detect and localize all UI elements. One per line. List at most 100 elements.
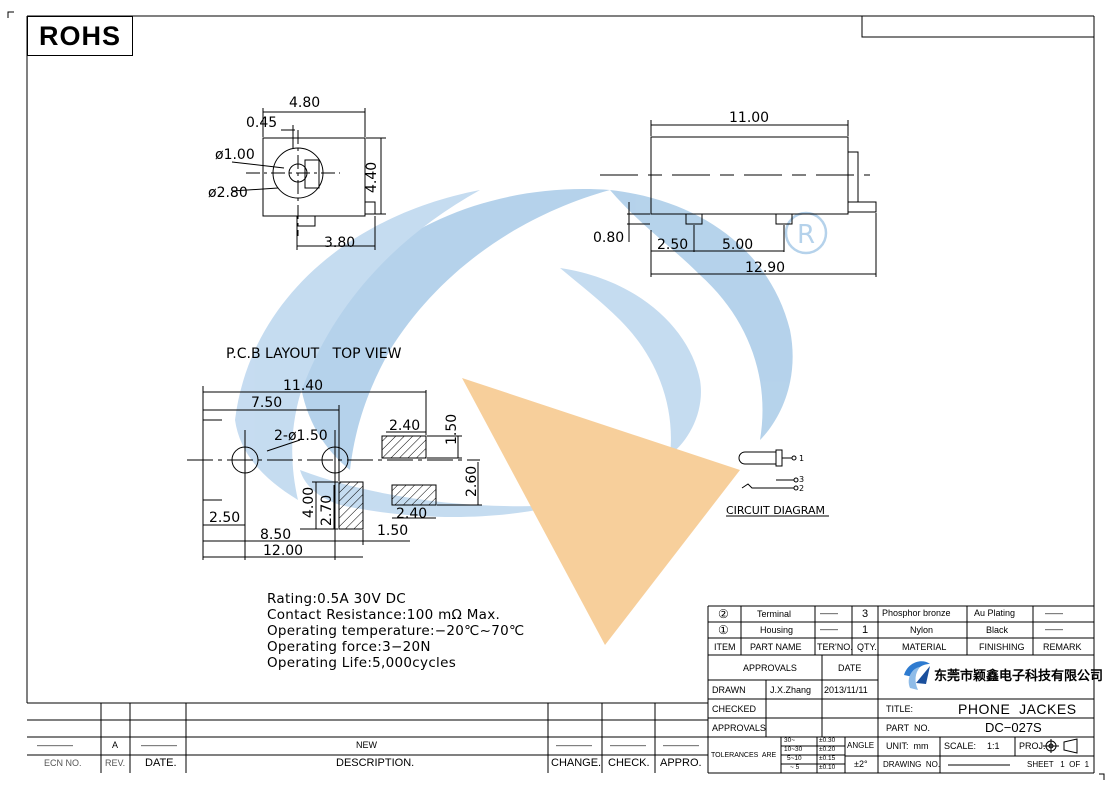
- tol-range-2: 10~30: [784, 746, 803, 753]
- note-operating-temperature: Operating temperature:−20℃~70℃: [267, 623, 525, 639]
- scale-label: SCALE:: [944, 741, 977, 751]
- bom-finish-1: Black: [986, 625, 1009, 635]
- dim-outer-diameter: ø2.80: [208, 185, 248, 201]
- svg-text:R: R: [797, 220, 815, 250]
- dim-pcb-150b: 1.50: [377, 523, 408, 539]
- angle-value: ±2°: [854, 759, 868, 769]
- dim-pin-span: 3.80: [324, 235, 355, 251]
- bom-material-1: Nylon: [910, 625, 934, 635]
- approvals-label: APPROVALS: [743, 663, 797, 673]
- title-label: TITLE:: [886, 704, 914, 714]
- side-view: [600, 120, 877, 277]
- bom-header-material: MATERIAL: [902, 642, 947, 652]
- dim-inner-diameter: ø1.00: [215, 147, 255, 163]
- tol-range-4: ~ 5: [790, 764, 800, 771]
- tol-range-1: 30~: [784, 737, 796, 744]
- projection-label: PROJ.: [1019, 741, 1046, 751]
- dim-pin-pitch: 5.00: [722, 237, 753, 253]
- rev-header-change: CHANGE.: [551, 757, 602, 769]
- circuit-pin-2: 2: [799, 484, 804, 493]
- front-view: [231, 108, 386, 250]
- dim-pcb-first: 7.50: [251, 395, 282, 411]
- part-number: DC−027S: [985, 720, 1042, 735]
- dim-pcb-1200: 12.00: [263, 543, 303, 559]
- projection-symbol: [1043, 738, 1078, 754]
- dim-overall-length: 12.90: [745, 260, 785, 276]
- note-operating-life: Operating Life:5,000cycles: [267, 655, 457, 671]
- company-logo: [904, 661, 930, 690]
- circuit-pin-3: 3: [799, 475, 804, 484]
- tol-value-1: ±0.30: [819, 737, 836, 744]
- dim-pcb-total: 11.40: [283, 378, 323, 394]
- scale-value: 1:1: [987, 741, 1000, 751]
- part-no-label: PART NO.: [886, 723, 931, 733]
- title-block-grid: [707, 605, 1094, 774]
- circuit-pin-1: 1: [799, 454, 804, 463]
- rev-header-date: DATE.: [145, 757, 177, 769]
- bom-header-qty: QTY.: [857, 642, 877, 652]
- bom-ter-2: ——: [820, 608, 838, 618]
- bom-remark-1: ——: [1045, 624, 1063, 634]
- tol-value-2: ±0.20: [819, 746, 836, 753]
- date-label: DATE: [838, 663, 862, 673]
- bom-finish-2: Au Plating: [974, 608, 1016, 618]
- angle-label: ANGLE: [847, 741, 875, 750]
- bom-item-1: ①: [718, 623, 729, 637]
- dim-side-length: 11.00: [729, 110, 769, 126]
- dim-pcb-260: 2.60: [464, 466, 480, 497]
- bom-item-2: ②: [718, 607, 729, 621]
- tolerances-label: TOLERANCES ARE: [711, 752, 777, 759]
- rev-header-appro: APPRO.: [660, 757, 702, 769]
- rev-header-rev: REV.: [105, 758, 126, 768]
- drawn-label: DRAWN: [712, 685, 746, 695]
- bom-qty-1: 1: [862, 624, 869, 636]
- rev-row-date: ————: [141, 740, 177, 750]
- rev-row-change: ————: [556, 740, 592, 750]
- dim-pcb-270: 2.70: [319, 495, 335, 526]
- approvals-row-label: APPROVALS: [712, 723, 766, 733]
- drawing-title: PHONE JACKES: [958, 701, 1077, 717]
- bom-header-part: PART NAME: [750, 642, 802, 652]
- revision-grid: [27, 702, 708, 773]
- circuit-title: CIRCUIT DIAGRAM: [726, 504, 825, 517]
- company-name: 东莞市颖鑫电子科技有限公司: [934, 669, 1104, 684]
- bom-header-remark: REMARK: [1043, 642, 1082, 652]
- dim-front-offset: 0.45: [246, 115, 277, 131]
- checked-label: CHECKED: [712, 704, 757, 714]
- circuit-diagram: [726, 449, 829, 517]
- unit-label: UNIT: mm: [886, 741, 929, 751]
- bom-qty-2: 3: [862, 608, 869, 620]
- bom-part-1: Housing: [760, 625, 794, 635]
- dim-pad-width-bottom: 2.40: [396, 506, 427, 522]
- dim-pcb-400: 4.00: [301, 487, 317, 518]
- rev-header-description: DESCRIPTION.: [336, 757, 415, 769]
- rev-row-check: ————: [610, 740, 646, 750]
- note-contact-resistance: Contact Resistance:100 mΩ Max.: [267, 607, 501, 623]
- rohs-badge: ROHS: [27, 16, 133, 56]
- dim-front-height: 4.40: [364, 162, 380, 193]
- sheet-border: [7, 11, 1105, 780]
- dim-pcb-850: 8.50: [260, 527, 291, 543]
- rev-header-check: CHECK.: [608, 757, 650, 769]
- drawing-no-label: DRAWING NO.: [883, 760, 941, 769]
- drawn-date: 2013/11/11: [824, 685, 868, 695]
- note-operating-force: Operating force:3−20N: [267, 639, 431, 655]
- bom-part-2: Terminal: [757, 609, 792, 619]
- tol-value-4: ±0.10: [819, 764, 836, 771]
- drawn-by: J.X.Zhang: [770, 685, 812, 695]
- dim-pin-offset: 2.50: [657, 237, 688, 253]
- rev-row-desc: NEW: [356, 740, 377, 750]
- sheet-count: SHEET 1 OF 1: [1027, 760, 1090, 769]
- rev-row-rev: A: [112, 740, 119, 750]
- bom-remark-2: ——: [1045, 608, 1063, 618]
- dim-pad-width-top: 2.40: [389, 418, 420, 434]
- rev-header-ecn: ECN NO.: [44, 758, 82, 768]
- bom-material-2: Phosphor bronze: [882, 608, 951, 618]
- note-rating: Rating:0.5A 30V DC: [267, 591, 406, 607]
- bom-header-ter: TER'NO.: [817, 642, 853, 652]
- bom-header-item: ITEM: [714, 642, 736, 652]
- tol-range-3: 5~10: [787, 755, 802, 762]
- dim-pcb-250: 2.50: [209, 510, 240, 526]
- bom-ter-1: ——: [820, 624, 838, 634]
